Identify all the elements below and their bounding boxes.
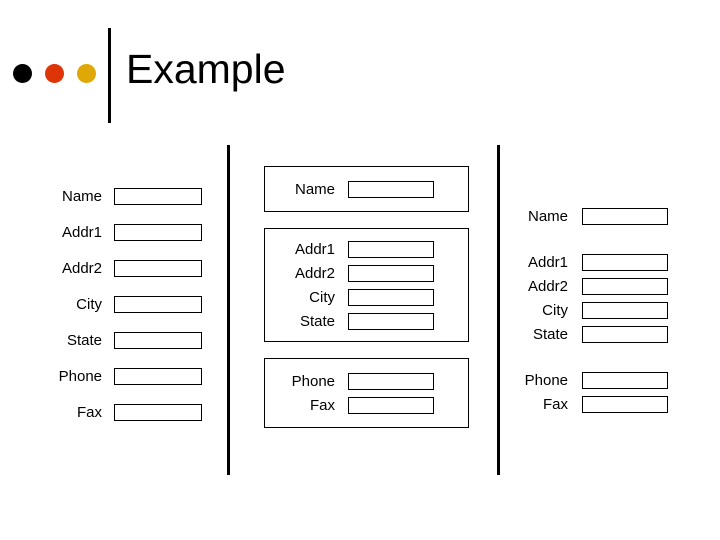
field-label-addr1: Addr1 xyxy=(294,240,335,258)
field-row: Addr1 xyxy=(512,250,668,274)
field-row: State xyxy=(275,309,434,333)
field-row: Phone xyxy=(512,368,668,392)
column-divider-2 xyxy=(497,145,500,475)
field-label-phone: Phone xyxy=(291,372,335,390)
field-input-addr1[interactable] xyxy=(582,253,668,271)
field-input-city[interactable] xyxy=(114,295,202,313)
field-row: Phone xyxy=(275,369,434,393)
field-row: Phone xyxy=(40,358,202,394)
field-label-addr2: Addr2 xyxy=(527,277,568,295)
bullet-gold-icon xyxy=(77,63,96,83)
field-label-state: State xyxy=(532,325,568,343)
column-divider-1 xyxy=(227,145,230,475)
header-bullet-group xyxy=(13,62,97,84)
field-input-name[interactable] xyxy=(348,180,434,198)
field-row: Addr1 xyxy=(275,237,434,261)
field-input-city[interactable] xyxy=(582,301,668,319)
field-input-addr1[interactable] xyxy=(348,240,434,258)
field-input-state[interactable] xyxy=(114,331,202,349)
field-input-name[interactable] xyxy=(582,207,668,225)
field-input-state[interactable] xyxy=(348,312,434,330)
field-row: Addr2 xyxy=(512,274,668,298)
field-row: Fax xyxy=(40,394,202,430)
field-label-addr2: Addr2 xyxy=(294,264,335,282)
field-label-city: City xyxy=(542,301,568,319)
bullet-black-icon xyxy=(13,63,32,83)
field-row: City xyxy=(40,286,202,322)
field-label-name: Name xyxy=(61,187,102,205)
field-label-addr1: Addr1 xyxy=(61,223,102,241)
field-row: Name xyxy=(275,177,434,201)
field-row: Name xyxy=(512,204,668,228)
field-input-addr1[interactable] xyxy=(114,223,202,241)
group-spacer xyxy=(512,228,668,250)
field-label-phone: Phone xyxy=(524,371,568,389)
field-input-fax[interactable] xyxy=(114,403,202,421)
page-title: Example xyxy=(126,46,286,92)
field-label-fax: Fax xyxy=(542,395,568,413)
field-label-addr2: Addr2 xyxy=(61,259,102,277)
field-label-fax: Fax xyxy=(309,396,335,414)
field-label-fax: Fax xyxy=(76,403,102,421)
field-input-phone[interactable] xyxy=(114,367,202,385)
field-row: Addr1 xyxy=(40,214,202,250)
field-label-phone: Phone xyxy=(58,367,102,385)
field-label-name: Name xyxy=(294,180,335,198)
field-row: Fax xyxy=(512,392,668,416)
field-row: Addr2 xyxy=(275,261,434,285)
field-row: State xyxy=(40,322,202,358)
field-group: Name xyxy=(264,166,469,212)
field-row: Addr2 xyxy=(40,250,202,286)
field-row: State xyxy=(512,322,668,346)
field-label-state: State xyxy=(66,331,102,349)
field-row: City xyxy=(275,285,434,309)
field-group: Name xyxy=(512,204,668,228)
field-input-fax[interactable] xyxy=(348,396,434,414)
title-rule-divider xyxy=(108,28,111,123)
field-row: Fax xyxy=(275,393,434,417)
group-spacer xyxy=(264,342,469,358)
group-spacer xyxy=(512,346,668,368)
field-row: Name xyxy=(40,178,202,214)
field-input-phone[interactable] xyxy=(348,372,434,390)
field-row: City xyxy=(512,298,668,322)
field-label-name: Name xyxy=(527,207,568,225)
field-input-phone[interactable] xyxy=(582,371,668,389)
field-label-state: State xyxy=(299,312,335,330)
field-input-addr2[interactable] xyxy=(582,277,668,295)
field-input-addr2[interactable] xyxy=(348,264,434,282)
field-input-city[interactable] xyxy=(348,288,434,306)
field-label-city: City xyxy=(309,288,335,306)
field-label-city: City xyxy=(76,295,102,313)
field-input-name[interactable] xyxy=(114,187,202,205)
field-input-state[interactable] xyxy=(582,325,668,343)
bullet-red-icon xyxy=(45,63,64,83)
group-spacer xyxy=(264,212,469,228)
field-input-addr2[interactable] xyxy=(114,259,202,277)
field-input-fax[interactable] xyxy=(582,395,668,413)
field-label-addr1: Addr1 xyxy=(527,253,568,271)
